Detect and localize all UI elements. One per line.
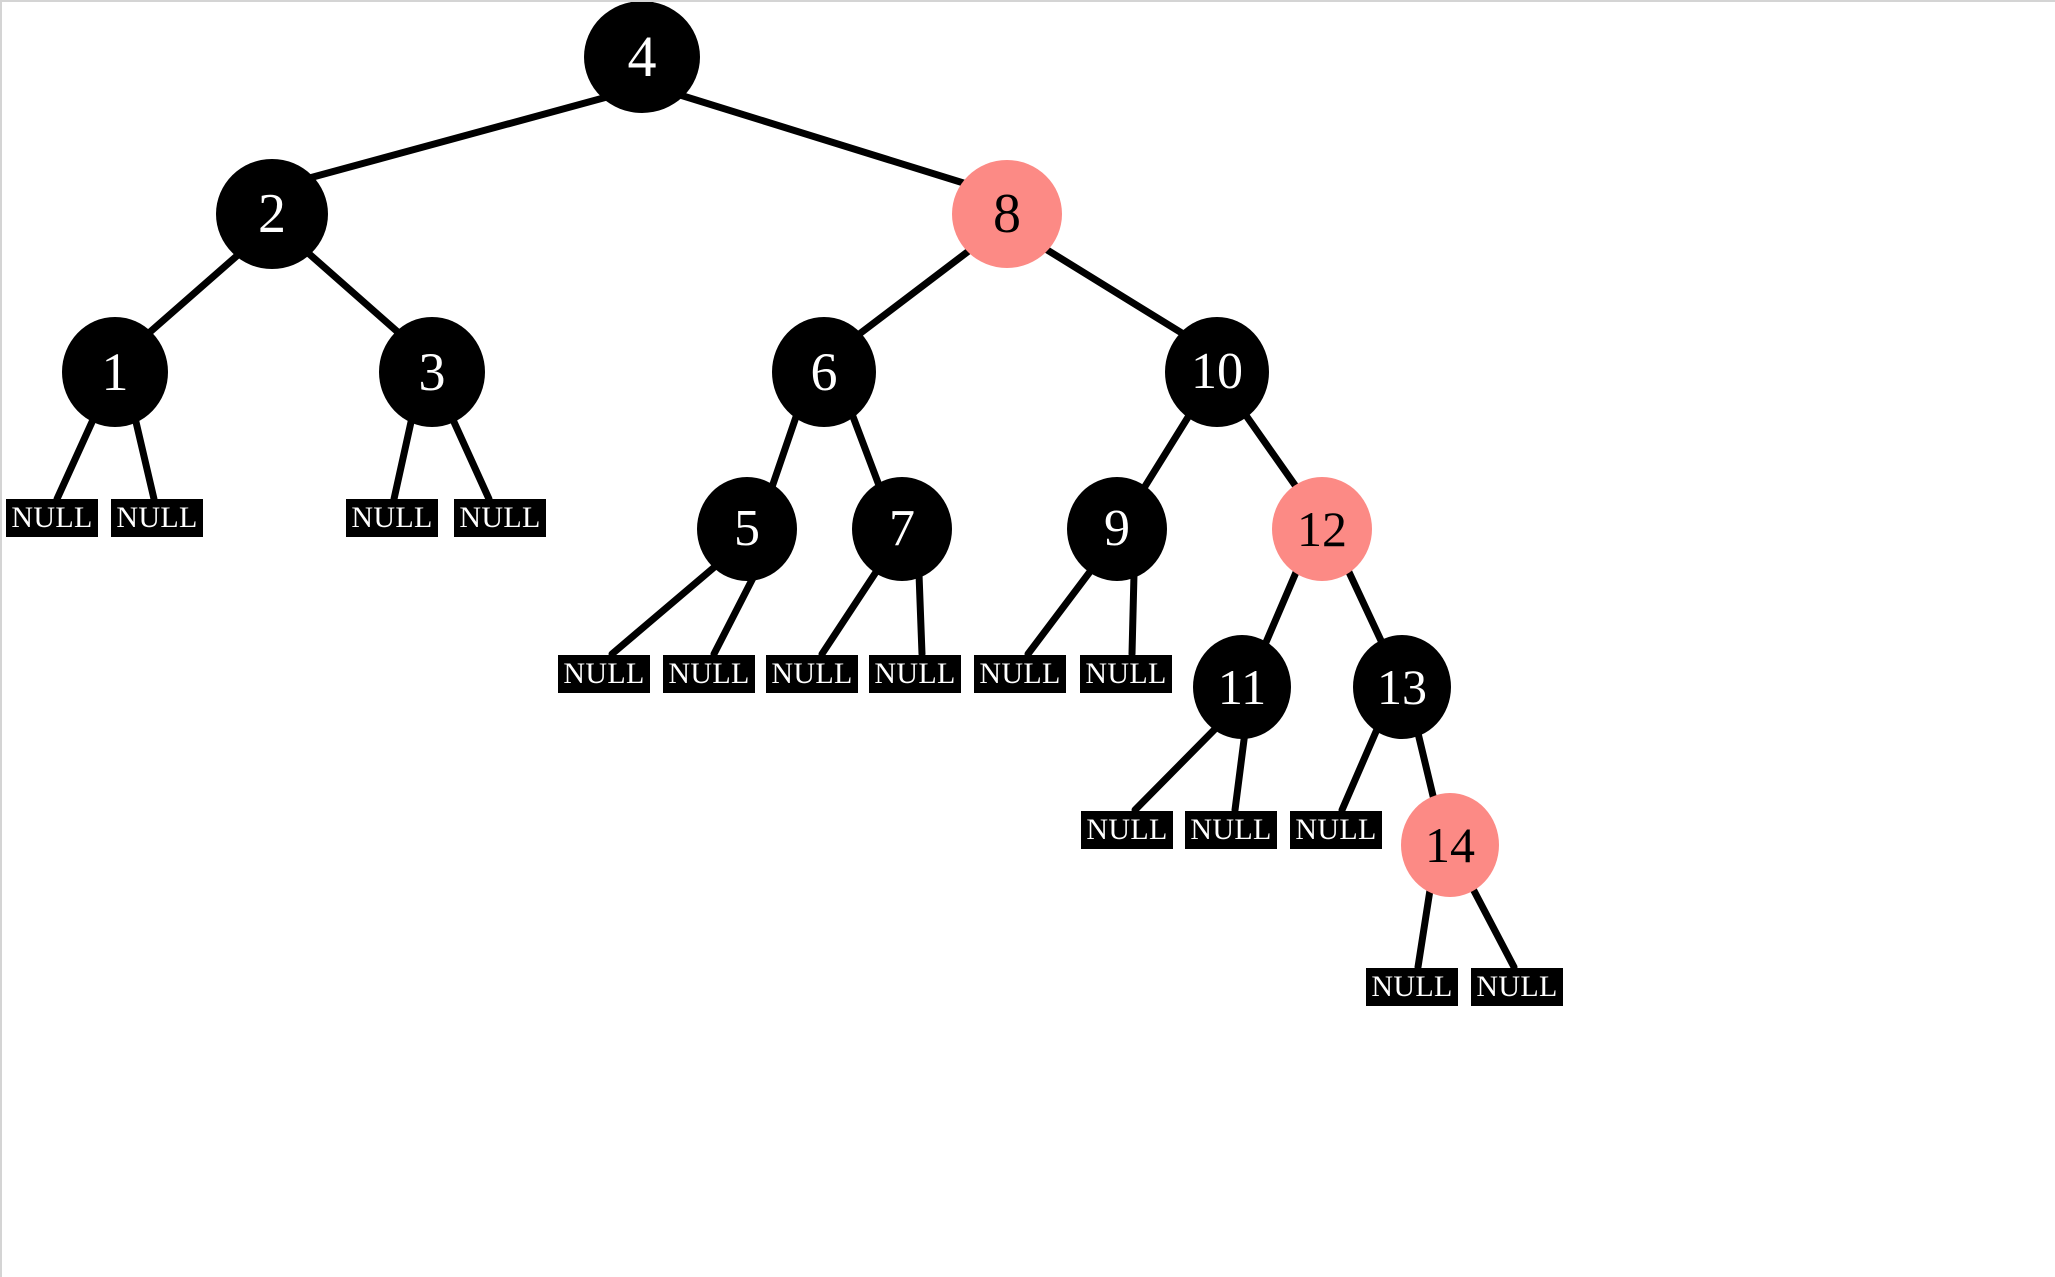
tree-node-label: 14 (1425, 817, 1475, 873)
tree-edge-n4-n8 (676, 91, 974, 189)
tree-edge-n6-n7 (848, 410, 884, 492)
tree-null-leaf: NULL (558, 655, 650, 693)
tree-node-label: 2 (258, 183, 286, 245)
tree-node-7[interactable]: 7 (852, 477, 952, 581)
tree-edge-n11-x12 (1231, 728, 1249, 814)
tree-null-leaf: NULL (766, 655, 858, 693)
tree-node-4[interactable]: 4 (584, 2, 700, 113)
tree-edge-n10-n9 (1140, 410, 1194, 492)
tree-edge-n8-n6 (854, 246, 974, 339)
tree-node-label: 7 (889, 500, 915, 557)
tree-edge-n5-x5 (608, 560, 722, 658)
tree-node-label: 12 (1297, 501, 1347, 557)
tree-node-8[interactable]: 8 (952, 160, 1062, 268)
tree-null-leaf: NULL (6, 499, 98, 537)
tree-node-9[interactable]: 9 (1067, 477, 1167, 581)
tree-edge-n13-x13 (1338, 723, 1382, 814)
tree-edge-n10-n12 (1241, 410, 1301, 492)
tree-edge-n8-n10 (1040, 244, 1189, 339)
tree-node-10[interactable]: 10 (1165, 317, 1269, 427)
tree-edge-n6-n5 (768, 410, 801, 491)
tree-null-leaf: NULL (1185, 811, 1277, 849)
tree-edge-n3-x4 (450, 418, 493, 503)
tree-null-leaf: NULL (1290, 811, 1382, 849)
tree-node-12[interactable]: 12 (1272, 477, 1372, 581)
tree-edge-n1-x2 (132, 418, 158, 503)
tree-edge-n12-n13 (1344, 566, 1388, 651)
tree-null-leaf: NULL (663, 655, 755, 693)
tree-edge-n3-x3 (390, 418, 415, 503)
tree-node-label: 11 (1217, 659, 1267, 715)
tree-node-label: 4 (627, 24, 657, 89)
tree-edge-n4-n2 (298, 93, 611, 184)
tree-null-leaf: NULL (454, 499, 546, 537)
tree-edge-n11-x11 (1131, 723, 1221, 814)
tree-node-13[interactable]: 13 (1353, 635, 1451, 739)
tree-node-label: 5 (734, 500, 760, 557)
tree-null-leaf: NULL (111, 499, 203, 537)
tree-null-leaf: NULL (1366, 968, 1458, 1006)
tree-node-label: 6 (810, 342, 838, 402)
tree-node-label: 3 (418, 342, 446, 402)
tree-node-label: 10 (1191, 343, 1243, 400)
tree-edge-n13-n14 (1413, 725, 1438, 804)
tree-null-leaf: NULL (1471, 968, 1563, 1006)
tree-node-14[interactable]: 14 (1401, 793, 1499, 897)
tree-node-label: 9 (1104, 500, 1130, 557)
tree-edge-n5-x6 (710, 570, 759, 658)
tree-edge-n2-n1 (146, 250, 243, 336)
tree-node-6[interactable]: 6 (772, 317, 876, 427)
tree-node-1[interactable]: 1 (62, 317, 168, 427)
tree-node-label: 8 (993, 183, 1021, 245)
tree-node-11[interactable]: 11 (1193, 635, 1291, 739)
tree-edge-n14-x14 (1414, 886, 1434, 971)
tree-edge-n1-x1 (53, 418, 96, 503)
tree-null-leaf: NULL (1081, 811, 1173, 849)
tree-edge-n9-x9 (1024, 565, 1096, 658)
tree-node-2[interactable]: 2 (216, 159, 328, 269)
tree-null-leaf: NULL (974, 655, 1066, 693)
tree-edge-n9-x10 (1128, 570, 1138, 658)
tree-edge-n12-n11 (1260, 566, 1301, 651)
tree-edge-n14-x15 (1468, 883, 1518, 971)
tree-null-leaf: NULL (869, 655, 961, 693)
tree-null-leaf: NULL (1080, 655, 1172, 693)
tree-edge-n2-n3 (303, 248, 404, 338)
tree-node-3[interactable]: 3 (379, 317, 485, 427)
tree-node-label: 1 (101, 342, 129, 402)
tree-null-leaf: NULL (346, 499, 438, 537)
tree-edge-n7-x7 (818, 565, 882, 658)
tree-node-5[interactable]: 5 (697, 477, 797, 581)
tree-edge-n7-x8 (915, 570, 926, 658)
tree-node-label: 13 (1377, 659, 1427, 715)
